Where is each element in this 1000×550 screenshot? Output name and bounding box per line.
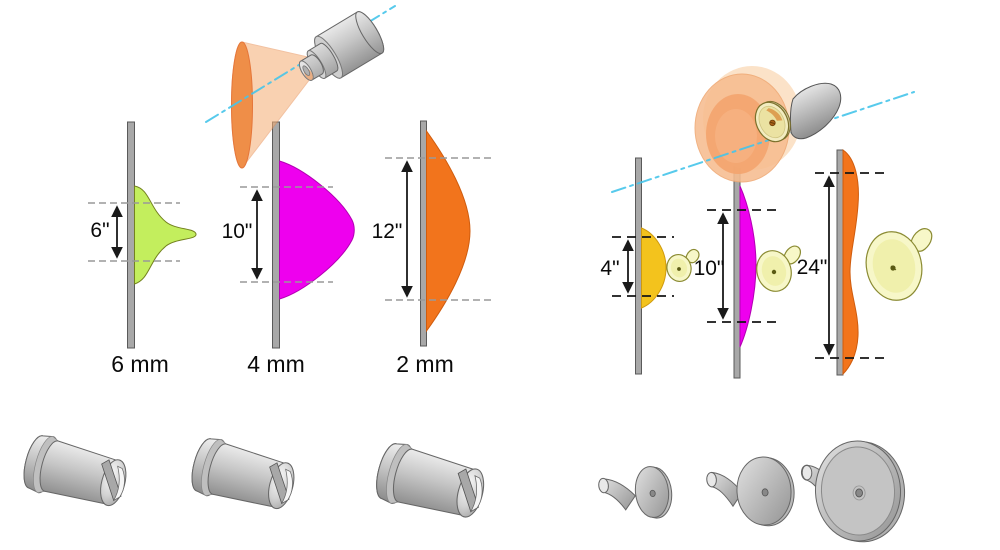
tip-size-label: 2 mm bbox=[396, 351, 454, 377]
tip-size-label: 4 mm bbox=[247, 351, 305, 377]
substrate-bar bbox=[733, 162, 741, 379]
substrate-bar bbox=[635, 157, 642, 375]
right-spray-comparison: 4" 10" bbox=[598, 66, 933, 543]
left-spray-10in-group: 10" 4 mm bbox=[222, 121, 355, 377]
spray-axis-centerline-icon bbox=[611, 91, 915, 193]
right-spray-24in-group: 24" bbox=[797, 149, 933, 376]
spray-pattern-4in bbox=[641, 227, 667, 309]
flat-tip-spray-nozzle-3d-icon bbox=[186, 433, 301, 518]
substrate-bar bbox=[420, 120, 427, 347]
nozzle-tips-row bbox=[18, 430, 491, 527]
spray-plume-core bbox=[715, 109, 757, 163]
fan-width-label: 6" bbox=[90, 219, 109, 242]
spraying-nozzle-assembly-left bbox=[205, 5, 396, 169]
flat-tip-spray-nozzle-3d-icon bbox=[18, 430, 133, 515]
fan-width-label: 10" bbox=[222, 220, 253, 243]
substrate-bar bbox=[836, 149, 844, 376]
left-spray-12in-group: 12" 2 mm bbox=[372, 120, 495, 377]
right-spray-10in-group: 10" bbox=[694, 162, 801, 379]
deflector-disc-nozzle-3d-icon-small bbox=[598, 466, 673, 519]
deflector-horn-3d-icon bbox=[789, 82, 842, 140]
cylindrical-nozzle-3d-icon bbox=[298, 11, 385, 81]
fan-width-label: 4" bbox=[600, 257, 619, 280]
substrate-bar bbox=[272, 121, 280, 349]
spray-pattern-10in bbox=[279, 160, 355, 300]
spray-pattern-10in bbox=[739, 185, 757, 348]
flat-tip-spray-nozzle-3d-icon bbox=[370, 438, 491, 527]
fan-width-label: 12" bbox=[372, 220, 403, 243]
left-spray-6in-group: 6" 6 mm bbox=[88, 121, 197, 377]
spray-pattern-6in bbox=[134, 185, 197, 285]
left-spray-comparison: 6" 6 mm 10" 4 mm 12" 2 mm bbox=[18, 5, 495, 527]
deflector-cap-icon-large bbox=[865, 228, 933, 301]
deflector-disc-nozzle-3d-icon-large bbox=[800, 440, 906, 543]
deflector-disc-nozzle-3d-icon-medium bbox=[706, 456, 795, 527]
deflector-cap-icon-small bbox=[666, 248, 700, 283]
spraying-nozzle-assembly-right bbox=[611, 66, 915, 193]
spray-cone-base bbox=[231, 41, 253, 169]
fan-width-label: 10" bbox=[694, 257, 725, 280]
substrate-bar bbox=[127, 121, 135, 349]
fan-width-label: 24" bbox=[797, 256, 828, 279]
deflector-disc-face bbox=[754, 100, 791, 143]
spray-pattern-24in bbox=[842, 149, 859, 376]
deflector-nozzles-row bbox=[598, 440, 906, 543]
right-spray-4in-group: 4" bbox=[600, 157, 700, 375]
deflector-cap-icon-medium bbox=[756, 245, 801, 292]
tip-size-label: 6 mm bbox=[111, 351, 169, 377]
spray-pattern-12in bbox=[426, 129, 471, 333]
